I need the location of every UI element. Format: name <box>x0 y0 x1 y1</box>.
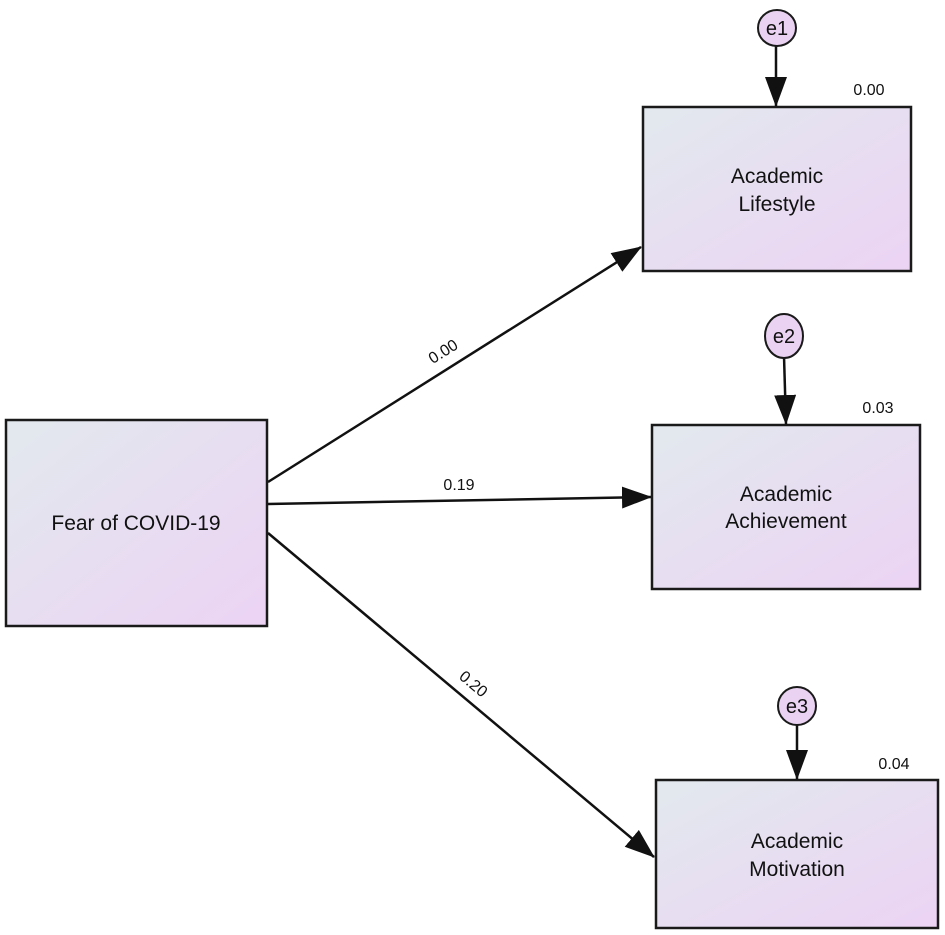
node-achievement-label-line1: Academic <box>740 483 832 506</box>
error-e2-label: e2 <box>773 326 795 348</box>
error-e1: e1 <box>757 9 797 47</box>
error-e1-label: e1 <box>766 18 788 40</box>
node-lifestyle-label-line1: Academic <box>731 165 823 188</box>
path-fear-to-achievement <box>267 486 652 509</box>
node-motivation-label-line1: Academic <box>751 830 843 853</box>
error-e3: e3 <box>777 686 817 726</box>
error-e2: e2 <box>764 313 804 359</box>
node-academic-motivation: Academic Motivation <box>654 778 940 930</box>
node-fear-label: Fear of COVID-19 <box>51 512 220 535</box>
path-fear-to-lifestyle <box>267 245 642 484</box>
node-academic-achievement: Academic Achievement <box>650 423 922 591</box>
r2-achievement: 0.03 <box>862 400 893 417</box>
r2-motivation: 0.04 <box>878 756 909 773</box>
error-e3-label: e3 <box>786 696 808 718</box>
node-motivation-label-line2: Motivation <box>749 858 845 881</box>
node-academic-lifestyle: Academic Lifestyle <box>641 105 913 273</box>
node-lifestyle-label-line2: Lifestyle <box>738 193 815 216</box>
path-fear-to-motivation <box>267 532 655 858</box>
error-path-e2 <box>774 355 797 425</box>
r2-lifestyle: 0.00 <box>853 82 884 99</box>
node-fear-of-covid: Fear of COVID-19 <box>4 418 269 628</box>
node-achievement-label-line2: Achievement <box>725 510 847 533</box>
coef-fear-to-achievement: 0.19 <box>443 477 474 494</box>
